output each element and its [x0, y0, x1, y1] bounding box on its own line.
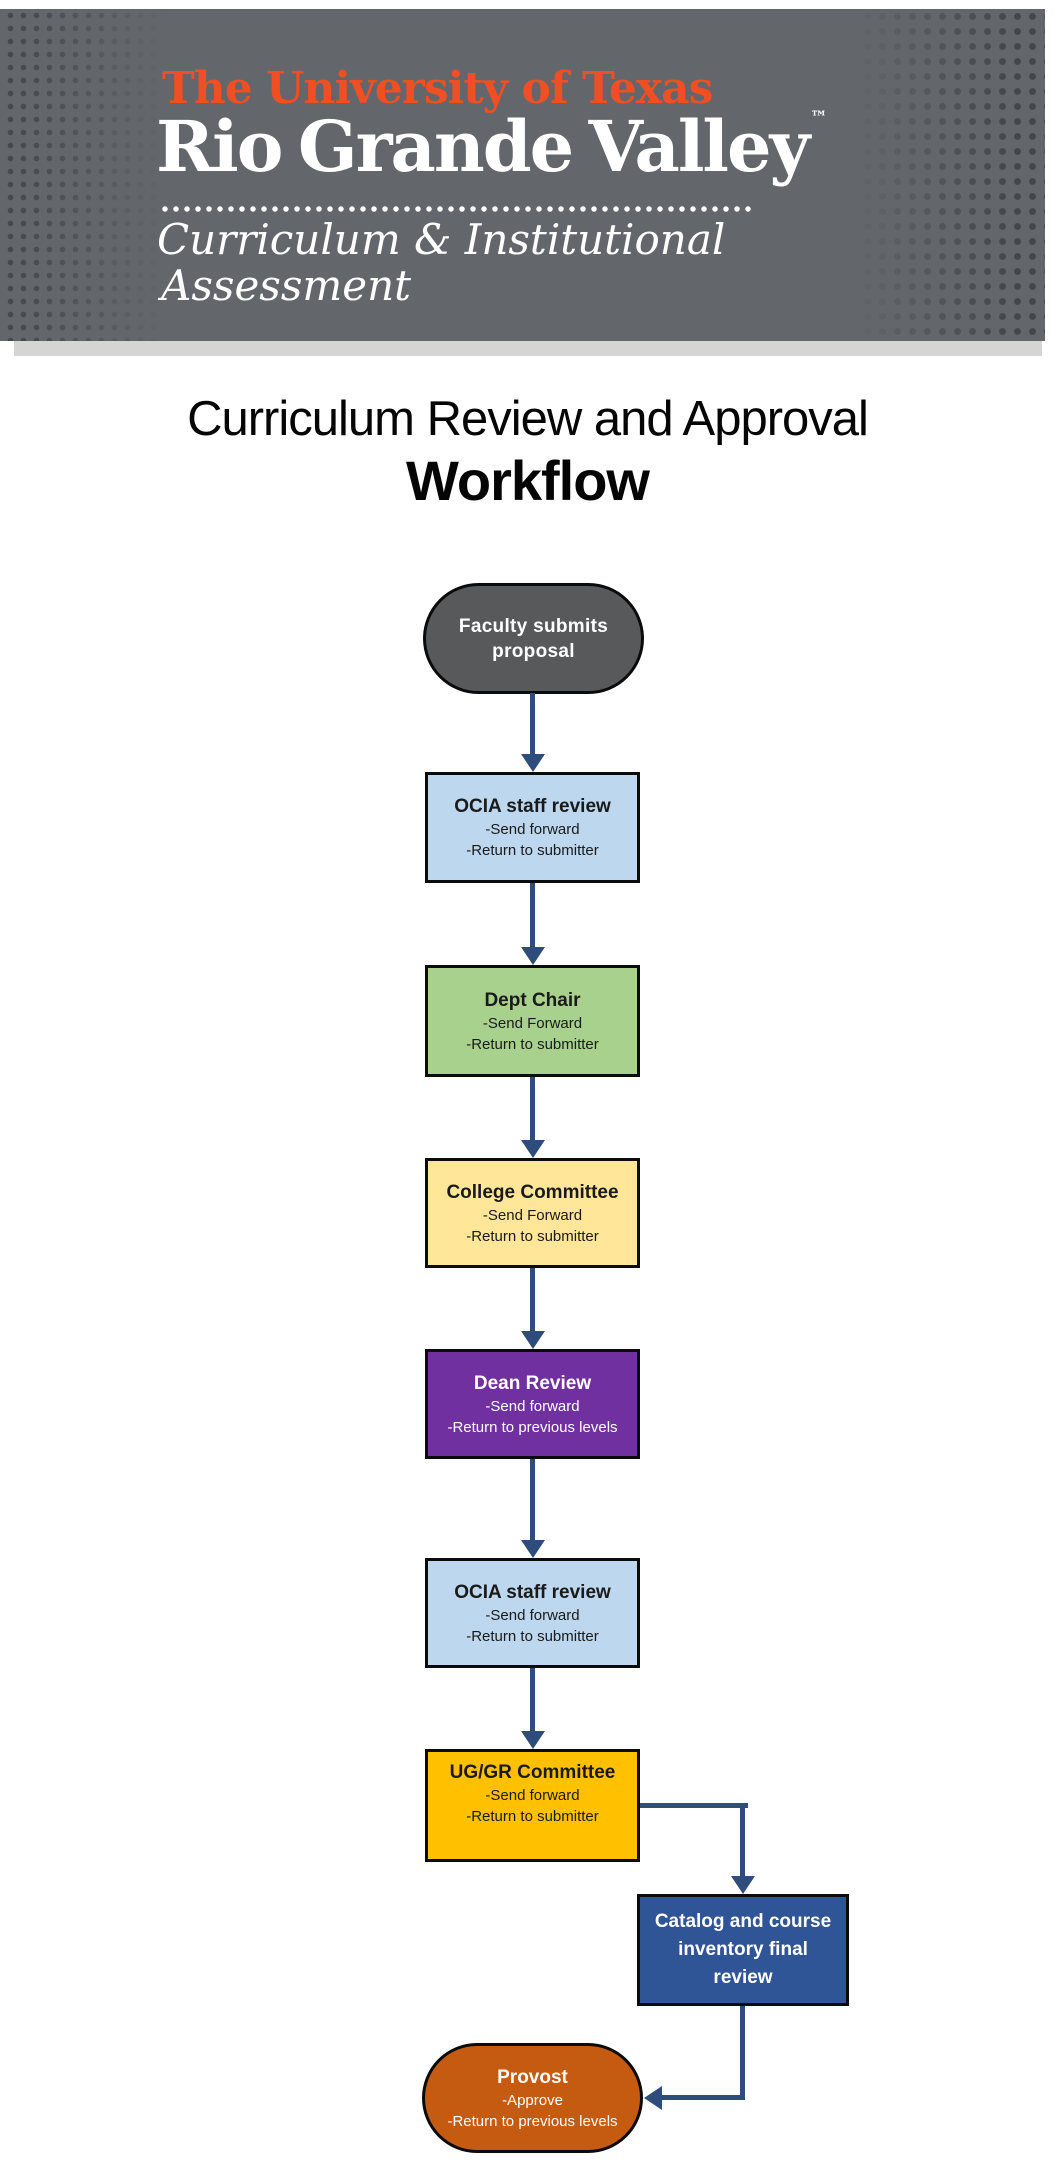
university-name-text: The University of Texas: [162, 63, 713, 114]
node-line: -Return to submitter: [466, 1627, 599, 1645]
department-name-line1: Curriculum & Institutional: [157, 215, 726, 264]
node-line: -Send forward: [485, 1787, 580, 1804]
elbow-connector-shaft: [660, 2095, 745, 2100]
node-ocia-staff-review-2: OCIA staff review -Send forward -Return …: [425, 1558, 640, 1668]
node-dean-review: Dean Review -Send forward -Return to pre…: [425, 1349, 640, 1459]
arrow-shaft: [530, 1077, 535, 1140]
elbow-connector-shaft: [740, 2006, 745, 2100]
node-line: -Send Forward: [482, 1014, 583, 1032]
halftone-pattern-right: [845, 9, 1045, 341]
arrow-shaft: [530, 1668, 535, 1731]
arrow-left-icon: [644, 2086, 662, 2110]
node-title: Provost: [497, 2066, 568, 2088]
arrow-down-icon: [521, 947, 545, 965]
node-line: -Send Forward: [482, 1206, 583, 1224]
node-title: OCIA staff review: [454, 1581, 611, 1603]
node-title: Dept Chair: [484, 989, 581, 1011]
node-line: -Approve: [502, 2091, 563, 2109]
node-title: OCIA staff review: [454, 796, 611, 817]
dotted-divider: [161, 205, 753, 213]
node-title: College Committee: [446, 1181, 619, 1203]
node-ocia-staff-review-1: OCIA staff review -Send forward -Return …: [425, 772, 640, 883]
node-line: -Return to previous levels: [447, 2112, 618, 2130]
arrow-down-icon: [521, 1331, 545, 1349]
arrow-down-icon: [521, 754, 545, 772]
elbow-connector-shaft: [640, 1803, 748, 1808]
arrow-shaft: [530, 1268, 535, 1331]
elbow-connector-shaft: [740, 1803, 745, 1876]
node-provost: Provost -Approve -Return to previous lev…: [422, 2043, 643, 2153]
arrow-shaft: [530, 1459, 535, 1540]
page-title-line1: Curriculum Review and Approval: [187, 392, 869, 446]
node-title: Faculty submits proposal: [458, 615, 609, 662]
arrow-down-icon: [521, 1140, 545, 1158]
node-college-committee: College Committee -Send Forward -Return …: [425, 1158, 640, 1268]
arrow-shaft: [530, 883, 535, 947]
node-catalog-final-review: Catalog and course inventory final revie…: [637, 1894, 849, 2006]
campus-name: Rio Grande Valley: [156, 105, 810, 188]
node-faculty-submits-proposal: Faculty submits proposal: [423, 583, 644, 694]
page-title-line2: Workflow: [406, 449, 650, 512]
node-line: -Return to submitter: [466, 842, 599, 859]
utrgv-banner: The University of Texas Rio Grande Valle…: [0, 9, 1045, 341]
halftone-pattern-left: [4, 9, 174, 341]
node-title: Dean Review: [473, 1372, 592, 1394]
node-ug-gr-committee: UG/GR Committee -Send forward -Return to…: [425, 1749, 640, 1862]
banner-shadow-strip: [14, 341, 1042, 356]
node-title: UG/GR Committee: [449, 1762, 616, 1783]
arrow-down-icon: [521, 1731, 545, 1749]
node-title: Catalog and course inventory final revie…: [654, 1911, 832, 1988]
node-line: -Return to submitter: [466, 1227, 599, 1245]
node-line: -Send forward: [485, 821, 580, 838]
node-line: -Return to submitter: [466, 1035, 599, 1053]
node-line: -Return to submitter: [466, 1808, 599, 1825]
node-line: -Return to previous levels: [447, 1418, 618, 1436]
department-name-line2: Assessment: [161, 261, 412, 310]
arrow-shaft: [530, 693, 535, 754]
trademark-symbol: ™: [810, 108, 828, 128]
arrow-down-icon: [521, 1540, 545, 1558]
arrow-down-icon: [731, 1876, 755, 1894]
node-line: -Send forward: [485, 1606, 580, 1624]
node-line: -Send forward: [485, 1397, 580, 1415]
node-dept-chair: Dept Chair -Send Forward -Return to subm…: [425, 965, 640, 1077]
